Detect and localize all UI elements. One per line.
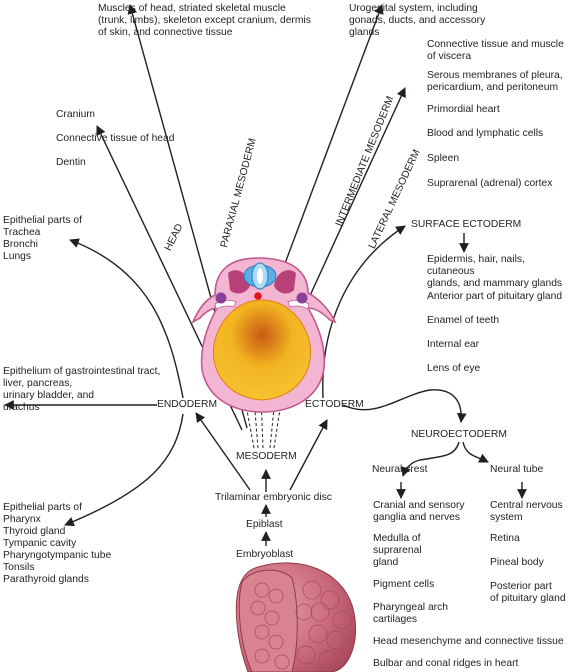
head-derivative-item: Dentin <box>56 157 86 168</box>
lateral-derivative-item: Suprarenal (adrenal) cortex <box>427 178 553 189</box>
paraxial-derivatives: Muscles of head, striated skeletal muscl… <box>98 3 311 38</box>
neural-canal <box>257 268 263 284</box>
neural-tube-node: Neural tube <box>490 464 544 475</box>
neural-tube-derivative-item: Pineal body <box>490 557 544 568</box>
neural-tube-derivative-item: Posterior part of pituitary gland <box>490 581 566 604</box>
disc-to-ectoderm <box>289 419 328 491</box>
lateral-arrow <box>307 87 406 301</box>
right-somite <box>274 270 296 294</box>
lateral-derivative-item: Serous membranes of pleura, pericardium,… <box>427 70 563 93</box>
neural-crest-node: Neural crest <box>372 464 428 475</box>
neural-crest-derivative-item: Head mesenchyme and connective tissue <box>373 636 564 647</box>
endoderm-to-pharynx <box>64 413 184 527</box>
surface-ectoderm-derivative-item: Lens of eye <box>427 363 481 374</box>
lateral-derivative-item: Blood and lymphatic cells <box>427 128 544 139</box>
notochord <box>254 292 262 300</box>
neural-tube-derivative-item: Central nervous system <box>490 500 563 523</box>
neural-crest-derivative-item: Medulla of suprarenal gland <box>373 533 422 568</box>
yolk-sac <box>212 299 312 401</box>
surface-ectoderm-derivative-item: Anterior part of pituitary gland <box>427 291 563 302</box>
intermediate-arrow <box>274 4 384 291</box>
embryoblast-cluster <box>238 569 298 672</box>
head-derivative-item: Cranium <box>56 109 95 120</box>
mesoderm-node: MESODERM <box>236 451 297 462</box>
neural-crest-derivative-item: Pharyngeal arch cartilages <box>373 602 448 625</box>
neural-crest-derivative-item: Cranial and sensory ganglia and nerves <box>373 500 465 523</box>
head-derivative-item: Connective tissue of head <box>56 133 175 144</box>
blastocyst-cell-texture <box>250 580 352 670</box>
surface-ectoderm-derivative-item: Epidermis, hair, nails, cutaneous glands… <box>427 254 563 289</box>
endoderm-pharynx-derivatives: Epithelial parts of Pharynx Thyroid glan… <box>3 502 112 585</box>
lateral-derivative-item: Primordial heart <box>427 104 500 115</box>
endoderm-gi-derivatives: Epithelium of gastrointestinal tract, li… <box>3 366 161 413</box>
neuroectoderm-node: NEUROECTODERM <box>411 429 507 440</box>
neural-tube-derivative-item: Retina <box>490 533 520 544</box>
endoderm-node: ENDODERM <box>157 399 218 410</box>
lateral-derivative-item: Spleen <box>427 153 460 164</box>
endoderm-to-respiratory <box>69 238 184 399</box>
ectoderm-node: ECTODERM <box>305 399 364 410</box>
neuroectoderm-to-crest <box>401 441 460 477</box>
lineage-arrows <box>4 225 527 546</box>
neuroectoderm-to-tube <box>462 441 489 463</box>
surface-ectoderm-derivative-item: Internal ear <box>427 339 480 350</box>
ectoderm-to-neuroectoderm <box>342 389 467 423</box>
surface-ectoderm-derivative-item: Enamel of teeth <box>427 315 500 326</box>
epiblast-node: Epiblast <box>246 519 283 530</box>
embryo-cross-section <box>191 257 337 413</box>
intermediate-derivatives: Urogenital system, including gonads, duc… <box>349 3 486 38</box>
ectoderm-to-surface <box>322 225 406 399</box>
right-intermediate-mesoderm <box>296 292 308 304</box>
neural-crest-derivative-item: Pigment cells <box>373 579 435 590</box>
blastocyst <box>235 562 356 672</box>
neural-crest-derivative-item: Bulbar and conal ridges in heart <box>373 658 519 669</box>
surface-ectoderm-node: SURFACE ECTODERM <box>411 219 522 230</box>
trilaminar-disc-node: Trilaminar embryonic disc <box>215 492 332 503</box>
endoderm-respiratory-derivatives: Epithelial parts of Trachea Bronchi Lung… <box>3 215 82 262</box>
disc-to-endoderm <box>195 412 251 491</box>
lateral-derivative-item: Connective tissue and muscle of viscera <box>427 39 564 62</box>
left-intermediate-mesoderm <box>215 292 227 304</box>
embryoblast-node: Embryoblast <box>236 549 294 560</box>
